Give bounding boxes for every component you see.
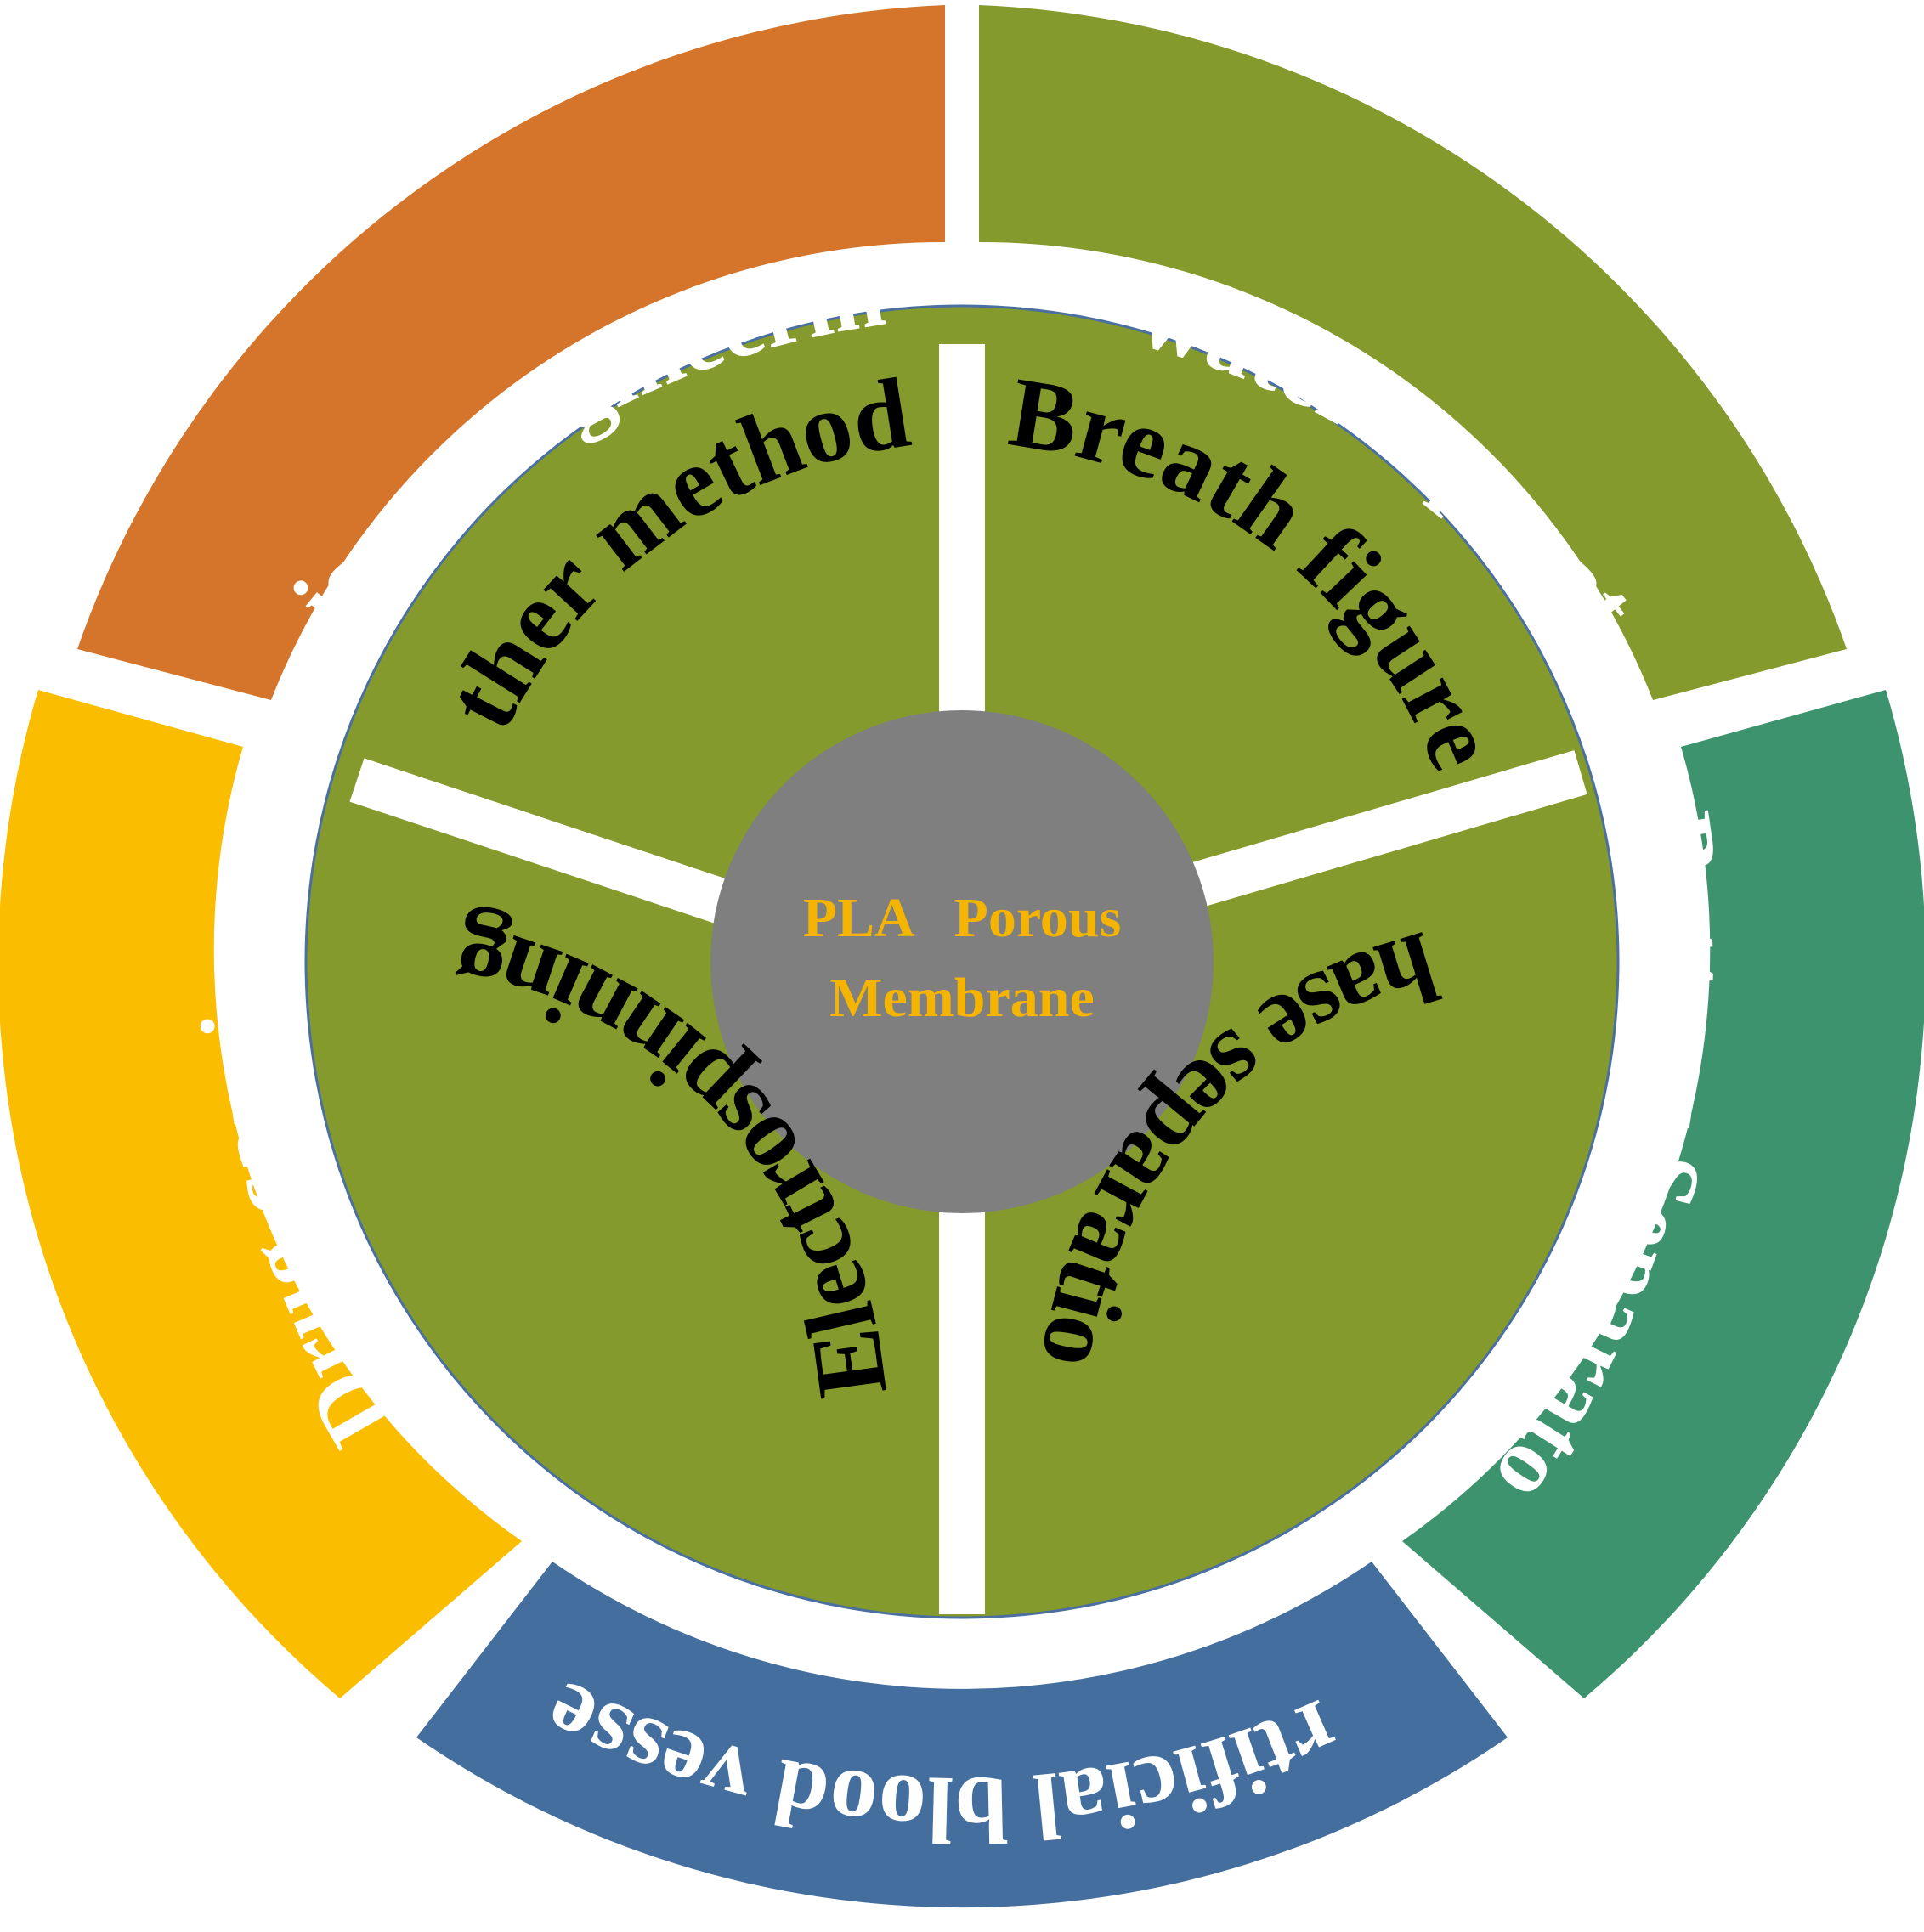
application-segment-battery-separator: [1402, 690, 1924, 1698]
applications-ring: [0, 5, 1924, 1908]
center-label-line1: PLA Porous: [803, 887, 1122, 949]
application-segment-tissue-engineering: [77, 5, 945, 700]
divider-left: [349, 758, 747, 929]
methods-dividers: [349, 344, 1587, 1614]
application-segment-drug-carrier: [0, 690, 522, 1698]
center-label-line2: Membrane: [829, 967, 1095, 1029]
divider-right: [1174, 750, 1587, 912]
application-segment-artificial-blood-vessel: [416, 1562, 1508, 1908]
center-hub: PLA Porous Membrane: [710, 710, 1214, 1213]
center-circle: [710, 710, 1214, 1213]
application-segment-oil-water-separation: [979, 5, 1847, 700]
